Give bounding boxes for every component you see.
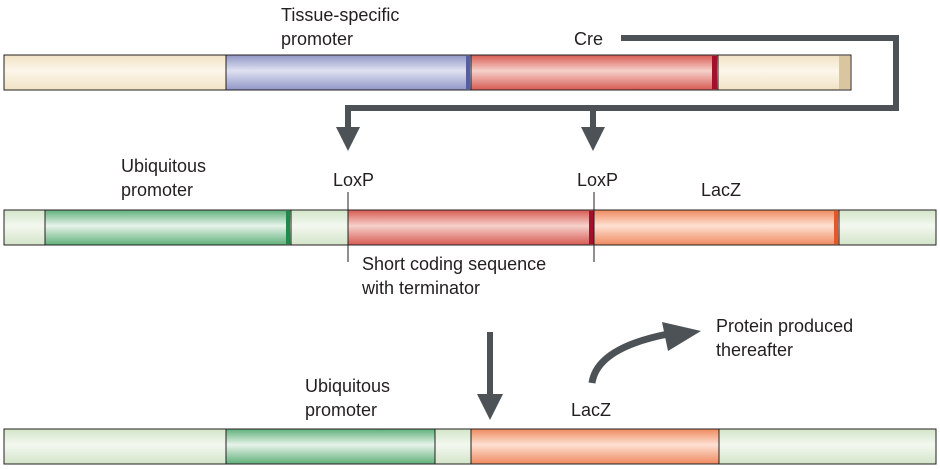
ubiquitous-promoter-segment-3 [225,428,436,465]
loxp-right-label: LoxP [577,170,618,190]
cre-label: Cre [574,29,603,49]
construct-1: Tissue-specific promoter Cre [3,5,852,91]
arrowhead-left-loxp [336,127,360,151]
lacz-segment-3 [470,428,720,465]
ubiquitous-promoter-edge-2 [286,211,290,244]
ubiquitous-promoter-label-3-line2: promoter [305,400,377,420]
lacz-label-3: LacZ [571,400,611,420]
ubiquitous-promoter-label-2-line2: promoter [121,180,193,200]
recombination-arrowhead [477,394,503,420]
lacz-segment-2 [593,209,840,246]
construct-1-backbone-end [839,56,850,89]
cre-arrow-path [345,35,899,133]
ubiquitous-promoter-label-3-line1: Ubiquitous [305,376,390,396]
ubiquitous-promoter-label-2-line1: Ubiquitous [121,156,206,176]
short-coding-sequence-segment [347,209,595,246]
tissue-specific-promoter-label-line2: promoter [281,29,353,49]
loxp-site-marker [589,211,594,244]
arrowhead-right-loxp [581,127,605,151]
short-coding-sequence-label-line2: with terminator [361,278,480,298]
lacz-edge-2 [834,211,838,244]
tissue-specific-promoter-segment [225,54,472,91]
protein-produced-label-line1: Protein produced [716,316,853,336]
protein-production-arrow [588,330,669,384]
construct-2: Ubiquitous promoter LoxP LoxP LacZ Short… [3,156,937,298]
cre-gene-edge [712,56,717,89]
protein-produced-label-line2: thereafter [716,340,793,360]
tissue-specific-promoter-edge [466,56,470,89]
construct-3: Ubiquitous promoter LacZ Protein produce… [3,316,937,465]
construct-3-backbone [3,428,937,465]
ubiquitous-promoter-segment-2 [44,209,292,246]
loxp-left-label: LoxP [333,170,374,190]
short-coding-sequence-label-line1: Short coding sequence [362,254,546,274]
cre-gene-segment [470,54,719,91]
tissue-specific-promoter-label-line1: Tissue-specific [281,5,399,25]
protein-production-arrowhead [662,322,701,351]
lacz-label-2: LacZ [701,180,741,200]
